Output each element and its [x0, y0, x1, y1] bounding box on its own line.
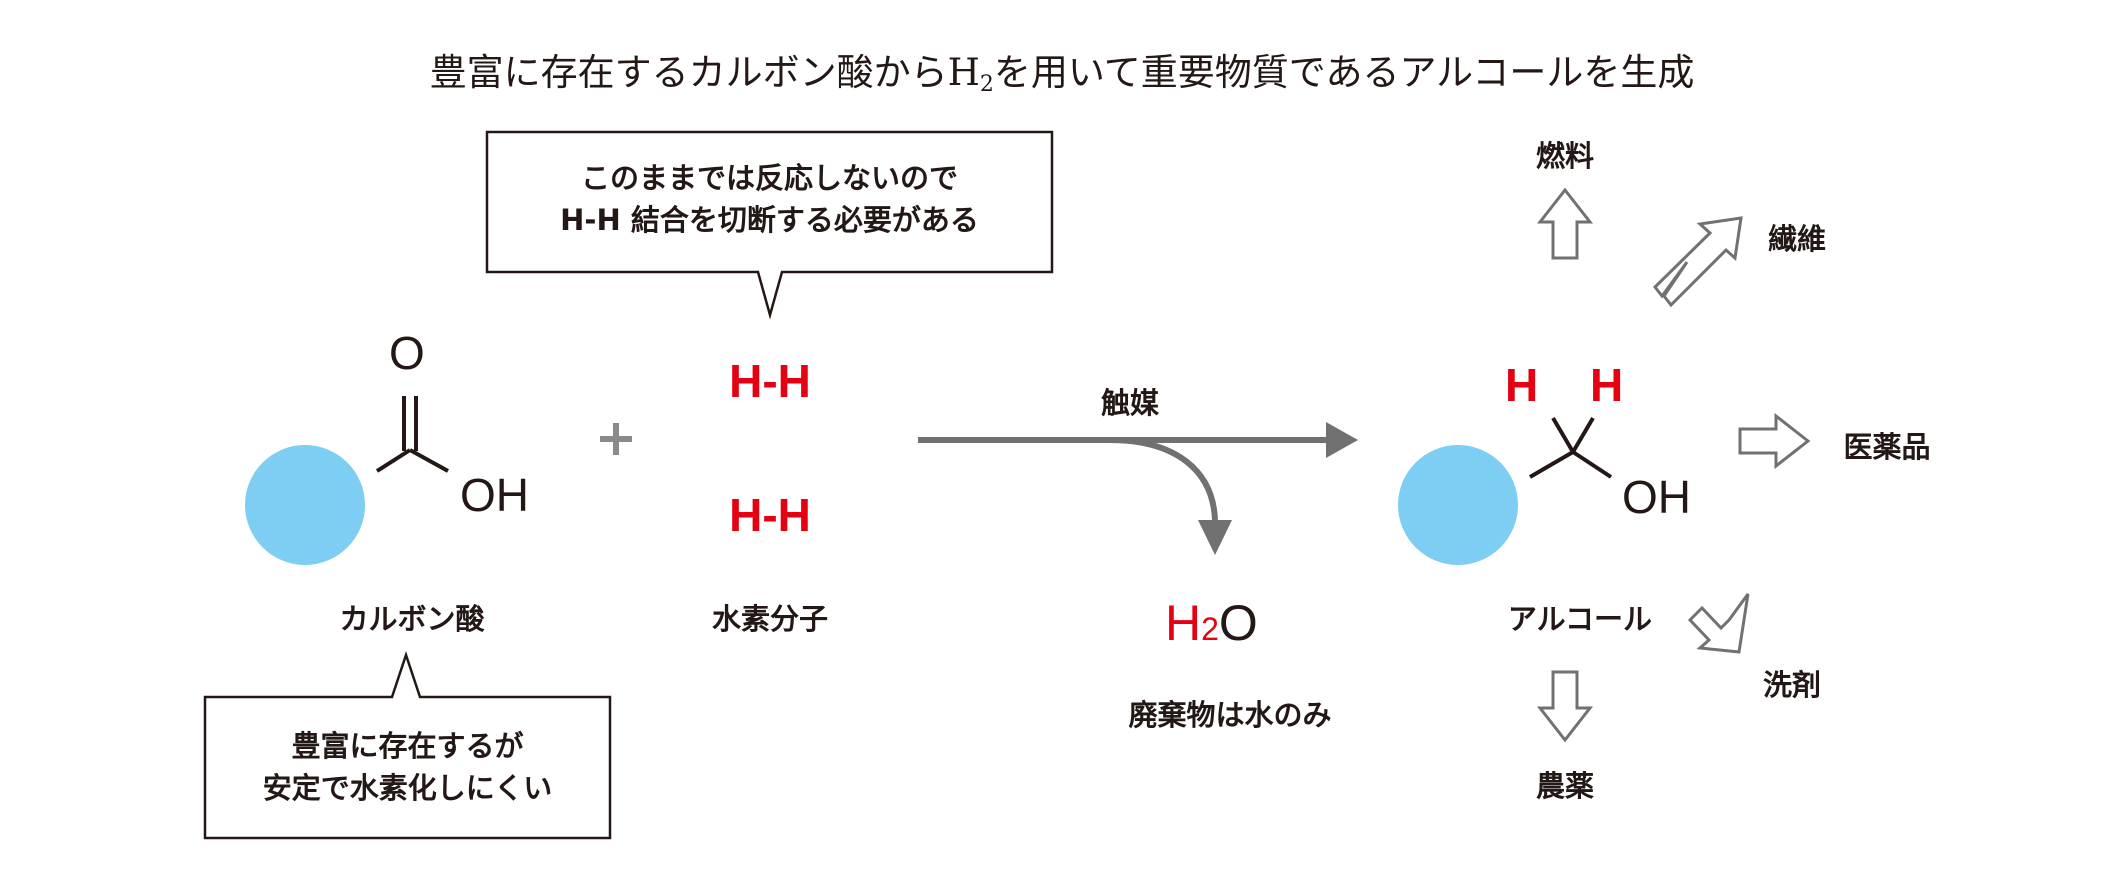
- speech-top-text: このままでは反応しないので H-H 結合を切断する必要がある: [487, 157, 1052, 241]
- diagram-title: 豊富に存在するカルボン酸からH2を用いて重要物質であるアルコールを生成: [0, 42, 2124, 97]
- arrow-down-right-icon: [1687, 593, 1750, 654]
- water-o: O: [1218, 595, 1258, 651]
- hydrogen-molecule-2: H-H: [729, 489, 811, 541]
- water-formula: H2O: [1165, 594, 1258, 652]
- use-fiber: 繊維: [1767, 222, 1826, 256]
- use-fuel: 燃料: [1535, 139, 1594, 173]
- carboxylic-acid-circle: [245, 445, 365, 565]
- carboxylic-acid-name: カルボン酸: [339, 602, 485, 636]
- arrow-up-right-icon: [1652, 216, 1743, 308]
- water-h: H: [1165, 595, 1202, 651]
- water-subscript: 2: [1201, 611, 1219, 647]
- speech-top-line2: H-H 結合を切断する必要がある: [560, 203, 979, 237]
- arrow-up-icon: [1536, 187, 1594, 260]
- arrow-down-icon: [1536, 670, 1594, 743]
- arrow-right-icon: [1738, 412, 1811, 470]
- speech-bottom-line2: 安定で水素化しにくい: [262, 771, 553, 805]
- water-branch-arrowhead: [1198, 520, 1232, 555]
- title-suffix: を用いて重要物質であるアルコールを生成: [993, 51, 1695, 94]
- alcohol-oh-label: OH: [1622, 471, 1691, 523]
- use-pesticide: 農薬: [1535, 769, 1594, 803]
- alcohol-h-right: H: [1590, 359, 1624, 411]
- acid-o-label: O: [389, 327, 425, 379]
- alcohol-circle: [1398, 445, 1518, 565]
- alcohol-bond-to-oh: [1571, 450, 1613, 479]
- speech-bottom-text: 豊富に存在するが 安定で水素化しにくい: [205, 725, 610, 809]
- alcohol-bond-h-left: [1551, 416, 1575, 454]
- speech-top-line1: このままでは反応しないので: [580, 161, 958, 195]
- hydrogen-molecule-name: 水素分子: [711, 602, 828, 636]
- alcohol-bond-h-right: [1571, 416, 1595, 454]
- use-detergent: 洗剤: [1762, 668, 1821, 702]
- use-medicine: 医薬品: [1843, 430, 1931, 464]
- acid-bond-to-circle: [375, 448, 412, 473]
- hydrogen-molecule-1: H-H: [729, 355, 811, 407]
- catalyst-label: 触媒: [1100, 386, 1159, 420]
- reaction-arrowhead: [1326, 422, 1358, 458]
- acid-oh-label: OH: [460, 469, 529, 521]
- water-caption: 廃棄物は水のみ: [1128, 698, 1332, 732]
- speech-bottom-line1: 豊富に存在するが: [291, 729, 524, 763]
- alcohol-name: アルコール: [1507, 602, 1653, 636]
- title-prefix: 豊富に存在するカルボン酸からH: [429, 51, 980, 94]
- water-branch-arrow: [1109, 437, 1218, 521]
- alcohol-h-left: H: [1505, 359, 1539, 411]
- title-subscript: 2: [979, 72, 994, 97]
- acid-bond-to-oh: [409, 448, 449, 473]
- speech-bubble-top: [485, 130, 1054, 320]
- speech-bubble-bottom: [203, 651, 612, 840]
- alcohol-bond-to-circle: [1528, 450, 1575, 479]
